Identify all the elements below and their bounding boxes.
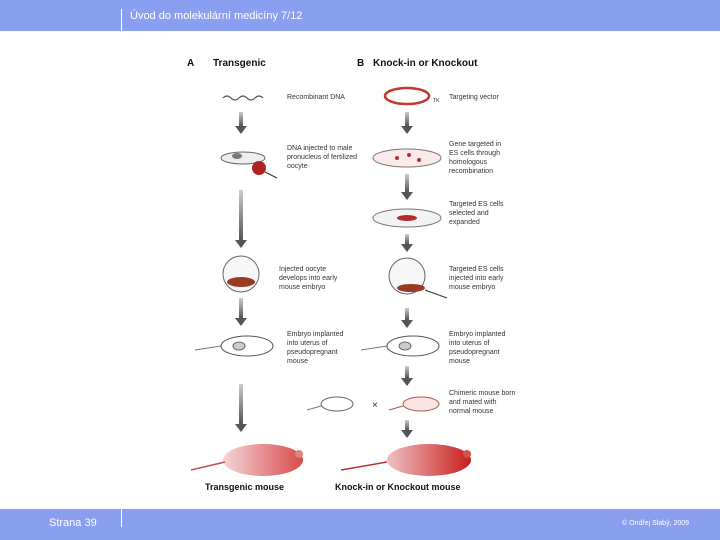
chimeric-mouse-icon bbox=[388, 396, 440, 412]
step-b-2-label: Gene targeted in ES cells through homologo… bbox=[449, 141, 501, 175]
step-a-1-label: Recombinant DNA bbox=[287, 94, 345, 101]
panel-b-letter: B bbox=[357, 58, 364, 69]
flow-arrow bbox=[401, 308, 413, 328]
flow-arrow bbox=[235, 112, 247, 134]
panel-b-title: Knock-in or Knockout bbox=[373, 58, 478, 69]
label-line: Embryo implanted bbox=[287, 331, 344, 338]
knockout-mouse-icon bbox=[340, 444, 471, 476]
label-line: oocyte bbox=[287, 163, 308, 170]
flow-arrow bbox=[235, 298, 247, 326]
label-line: Injected oocyte bbox=[279, 266, 326, 273]
footer-divider bbox=[121, 509, 122, 527]
label-line: mouse bbox=[287, 358, 308, 365]
flow-arrow bbox=[235, 384, 247, 432]
panel-a-letter: A bbox=[187, 58, 194, 69]
label-line: DNA injected to male bbox=[287, 145, 352, 152]
panel-a-title: Transgenic bbox=[213, 58, 266, 69]
label-line: Targeted ES cells bbox=[449, 266, 504, 273]
step-b-4-label: Targeted ES cells injected into early mous… bbox=[449, 266, 504, 291]
page-number: Strana 39 bbox=[49, 517, 97, 529]
label-line: into uterus of bbox=[449, 340, 490, 347]
label-line: recombination bbox=[449, 168, 493, 175]
step-b-3-label: Targeted ES cells selected and expanded bbox=[449, 201, 504, 226]
label-line: Chimeric mouse born bbox=[449, 390, 516, 397]
result-a-label: Transgenic mouse bbox=[205, 482, 284, 492]
label-line: and mated with bbox=[449, 399, 497, 406]
step-b-5-label: Embryo implanted into uterus of pseudopreg… bbox=[449, 331, 506, 365]
transgenic-mouse-icon bbox=[190, 444, 303, 476]
recombinant-dna-icon bbox=[222, 95, 264, 101]
embryo-dish-icon-b bbox=[388, 257, 448, 299]
label-line: mouse embryo bbox=[449, 284, 495, 291]
header-bar bbox=[0, 0, 720, 31]
label-line: mouse bbox=[449, 358, 470, 365]
step-a-3-label: Injected oocyte develops into early mouse … bbox=[279, 266, 338, 291]
copyright-text: © Ondřej Slabý, 2009 bbox=[622, 520, 690, 527]
flow-arrow bbox=[401, 420, 413, 438]
flow-arrow bbox=[235, 190, 247, 248]
label-line: pronucleus of fertilized bbox=[287, 154, 357, 161]
slide-title: Úvod do molekulární medicíny 7/12 bbox=[130, 10, 303, 22]
selected-es-cells-dish-icon bbox=[372, 208, 442, 228]
label-line: normal mouse bbox=[449, 408, 493, 415]
header-divider bbox=[121, 9, 122, 31]
label-line: pseudopregnant bbox=[449, 349, 500, 356]
step-b-1-label: Targeting vector bbox=[449, 94, 499, 101]
label-line: mouse embryo bbox=[279, 284, 325, 291]
step-a-4-label: Embryo implanted into uterus of pseudopreg… bbox=[287, 331, 344, 365]
label-line: injected into early bbox=[449, 275, 504, 282]
label-line: into uterus of bbox=[287, 340, 328, 347]
label-line: Embryo implanted bbox=[449, 331, 506, 338]
result-b-label: Knock-in or Knockout mouse bbox=[335, 482, 461, 492]
label-line: develops into early bbox=[279, 275, 338, 282]
pseudopregnant-mouse-icon-b bbox=[360, 335, 440, 357]
flow-arrow bbox=[401, 234, 413, 252]
label-line: Targeting vector bbox=[449, 94, 499, 101]
flow-arrow bbox=[401, 174, 413, 200]
label-line: Targeted ES cells bbox=[449, 201, 504, 208]
es-cells-dish-icon bbox=[372, 148, 442, 168]
footer-bar bbox=[0, 509, 720, 540]
label-line: pseudopregnant bbox=[287, 349, 338, 356]
label-line: expanded bbox=[449, 219, 480, 226]
step-a-2-label: DNA injected to male pronucleus of fertil… bbox=[287, 145, 357, 170]
vector-tk-mark: TK bbox=[433, 98, 440, 104]
oocyte-injection-icon bbox=[220, 151, 278, 179]
label-line: Gene targeted in bbox=[449, 141, 501, 148]
flow-arrow bbox=[401, 366, 413, 386]
pseudopregnant-mouse-icon-a bbox=[194, 335, 274, 357]
flow-arrow bbox=[401, 112, 413, 134]
mouse-model-figure: A Transgenic B Knock-in or Knockout Reco… bbox=[181, 50, 525, 496]
label-line: Recombinant DNA bbox=[287, 94, 345, 101]
label-line: selected and bbox=[449, 210, 489, 217]
label-line: homologous bbox=[449, 159, 488, 166]
targeting-vector-icon: TK bbox=[383, 86, 440, 106]
embryo-dish-icon-a bbox=[222, 255, 260, 293]
label-line: ES cells through bbox=[449, 150, 500, 157]
normal-mouse-icon bbox=[306, 396, 354, 412]
step-b-6-label: Chimeric mouse born and mated with normal … bbox=[449, 390, 516, 415]
cross-symbol: × bbox=[372, 400, 378, 411]
